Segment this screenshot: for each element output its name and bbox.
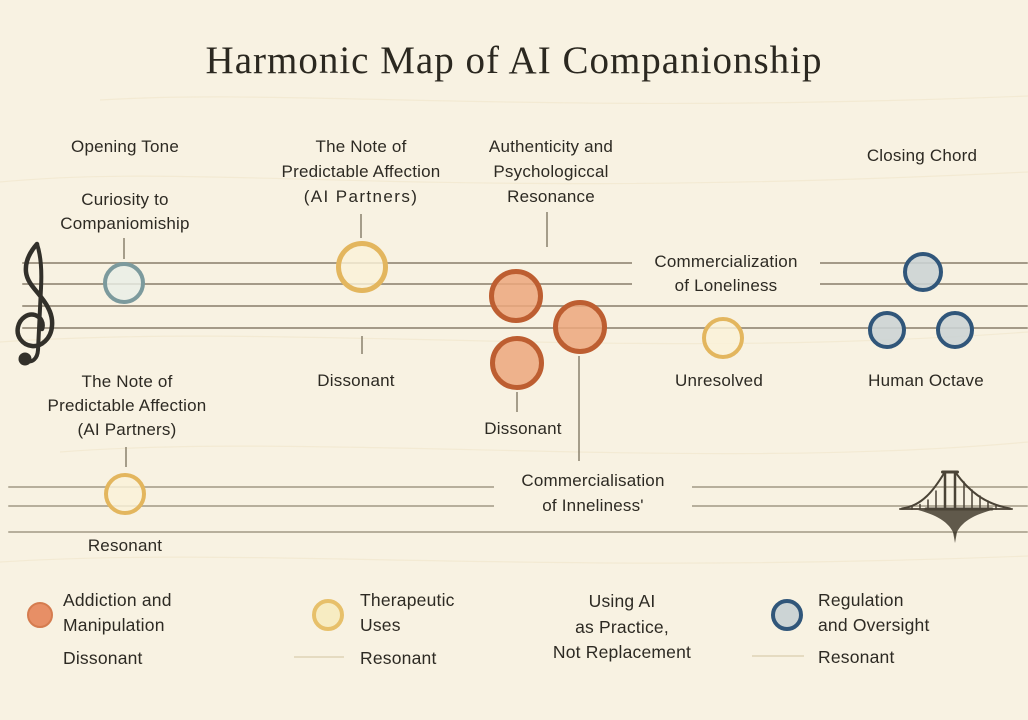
connector-tick: [546, 212, 548, 247]
legend-status-therapeutic: Resonant: [360, 648, 437, 668]
connector-tick: [361, 336, 363, 354]
page-title: Harmonic Map of AI Companionship: [205, 39, 823, 82]
connector-tick: [360, 214, 362, 238]
staff-line: [8, 531, 1028, 533]
label-commercialisation-lower: Commercialisation of Inneliness': [494, 466, 692, 520]
label-curiosity: Curiosity to Companiomiship: [60, 190, 190, 233]
staff-line: [22, 327, 1028, 329]
authenticity-note-3: [490, 336, 544, 390]
authenticity-note-2: [553, 300, 607, 354]
label-authenticity: Authenticity and Psychologiccal Resonanc…: [488, 137, 614, 206]
staff-line: [22, 262, 1028, 264]
bridge-icon: [899, 470, 1013, 543]
label-unresolved: Unresolved: [675, 371, 763, 390]
connector-tick: [123, 238, 125, 259]
label-dissonant-addiction: Dissonant: [484, 419, 562, 438]
legend-divider: [294, 656, 344, 658]
legend-swatch-regulation: [771, 599, 803, 631]
label-affection-top: The Note of Predictable Affection (AI Pa…: [281, 137, 441, 206]
curiosity-note: [103, 262, 145, 304]
legend-label-addiction: Addiction and Manipulation: [63, 590, 172, 635]
legend-status-regulation: Resonant: [818, 647, 895, 667]
treble-clef-icon: [15, 241, 55, 366]
connector-tick: [516, 392, 518, 412]
label-resonant-bottom: Resonant: [87, 536, 163, 555]
closing-chord-left-note: [868, 311, 906, 349]
legend-swatch-addiction: [27, 602, 53, 628]
closing-chord-top-note: [903, 252, 943, 292]
label-commercialization: Commercialization of Loneliness: [632, 248, 820, 300]
legend-label-using-ai: Using AI as Practice, Not Replacement: [552, 591, 692, 662]
label-dissonant-therapeutic: Dissonant: [317, 371, 395, 390]
label-human-octave: Human Octave: [868, 371, 984, 390]
closing-chord-right-note: [936, 311, 974, 349]
legend-swatch-therapeutic: [312, 599, 344, 631]
unresolved-note: [702, 317, 744, 359]
legend-label-regulation: Regulation and Oversight: [818, 590, 930, 635]
legend-status-addiction: Dissonant: [63, 648, 143, 668]
legend-divider: [752, 655, 804, 657]
label-closing-chord: Closing Chord: [866, 146, 978, 165]
connector-tick: [125, 447, 127, 467]
legend-label-therapeutic: Therapeutic Uses: [360, 590, 455, 635]
label-opening-tone: Opening Tone: [71, 137, 179, 156]
affection-top-note: [336, 241, 388, 293]
authenticity-note-1: [489, 269, 543, 323]
connector-tick: [578, 356, 580, 461]
therapeutic-lower-note: [104, 473, 146, 515]
label-affection-bottom: The Note of Predictable Affection (AI Pa…: [47, 372, 207, 439]
